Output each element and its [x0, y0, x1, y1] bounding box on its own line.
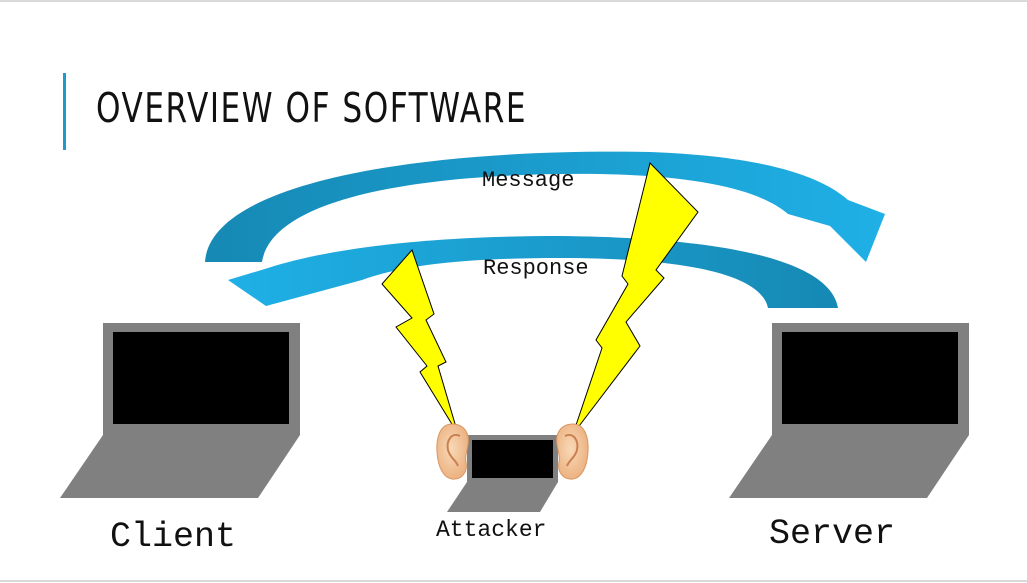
bottom-border: [0, 580, 1027, 582]
response-arrow-icon: [228, 236, 838, 308]
attacker-label: Attacker: [436, 517, 547, 543]
client-laptop-icon: [60, 323, 300, 498]
attacker-laptop-icon: [447, 435, 558, 512]
response-label: Response: [483, 256, 589, 281]
eavesdrop-bolt-left-icon: [381, 249, 459, 435]
left-ear-icon: [436, 423, 469, 480]
slide-title: OVERVIEW OF SOFTWARE: [96, 84, 528, 132]
message-label: Message: [482, 168, 575, 193]
message-arrow-icon: [205, 151, 885, 262]
client-label: Client: [110, 517, 237, 557]
eavesdrop-bolt-right-icon: [572, 162, 699, 435]
right-ear-icon: [556, 423, 589, 480]
title-accent-bar: [63, 73, 66, 150]
server-laptop-icon: [729, 323, 969, 498]
server-label: Server: [769, 514, 896, 554]
top-border: [0, 0, 1027, 2]
